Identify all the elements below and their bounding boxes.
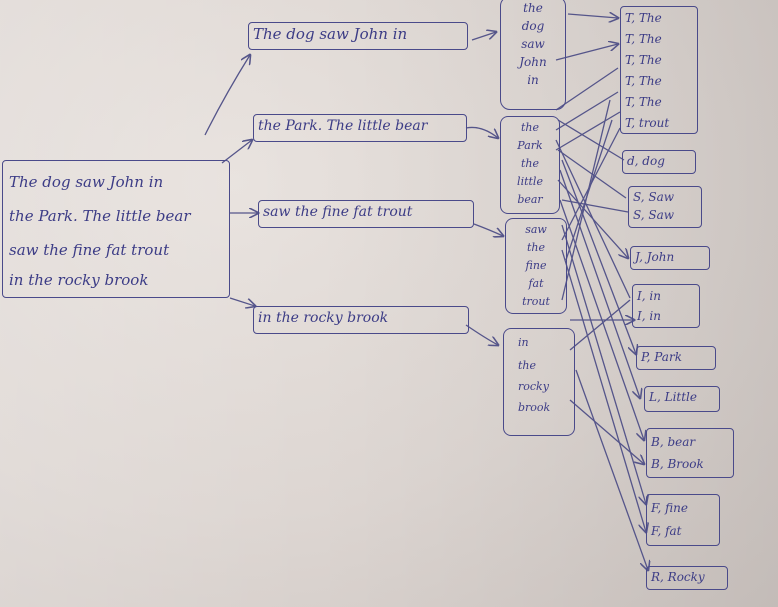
- input-text-box: The dog saw John in the Park. The little…: [2, 160, 230, 298]
- arrow-split-map-1: [471, 32, 496, 41]
- arrow-input-split-2: [221, 140, 252, 164]
- group-box-f: F, fine F, fat: [646, 494, 720, 546]
- arrow-input-split-4: [229, 297, 255, 306]
- arrow-split-map-2: [465, 126, 498, 138]
- group-box-r: R, Rocky: [646, 566, 728, 590]
- map-column-4: in the rocky brook: [503, 328, 575, 436]
- arrow-split-map-3: [473, 223, 503, 236]
- map-column-1: the dog saw John in: [500, 0, 566, 110]
- input-line-2: the Park. The little bear: [9, 207, 191, 225]
- group-box-i: I, in I, in: [632, 284, 700, 328]
- map-column-3: saw the fine fat trout: [505, 218, 567, 314]
- split-box-4: in the rocky brook: [253, 306, 469, 334]
- group-box-t: T, The T, The T, The T, The T, The T, tr…: [620, 6, 698, 134]
- group-box-d: d, dog: [622, 150, 696, 174]
- arrow-split-map-4: [465, 324, 498, 345]
- input-line-1: The dog saw John in: [9, 173, 164, 191]
- input-line-3: saw the fine fat trout: [9, 241, 170, 259]
- split-box-2: the Park. The little bear: [253, 114, 467, 142]
- input-line-4: in the rocky brook: [9, 271, 149, 289]
- group-box-p: P, Park: [636, 346, 716, 370]
- group-box-l: L, Little: [644, 386, 720, 412]
- split-box-3: saw the fine fat trout: [258, 200, 474, 228]
- group-box-s: S, Saw S, Saw: [628, 186, 702, 228]
- group-box-b: B, bear B, Brook: [646, 428, 734, 478]
- split-box-1: The dog saw John in: [248, 22, 468, 50]
- map-column-2: the Park the little bear: [500, 116, 560, 214]
- group-box-j: J, John: [630, 246, 710, 270]
- arrow-input-split-1: [204, 55, 250, 136]
